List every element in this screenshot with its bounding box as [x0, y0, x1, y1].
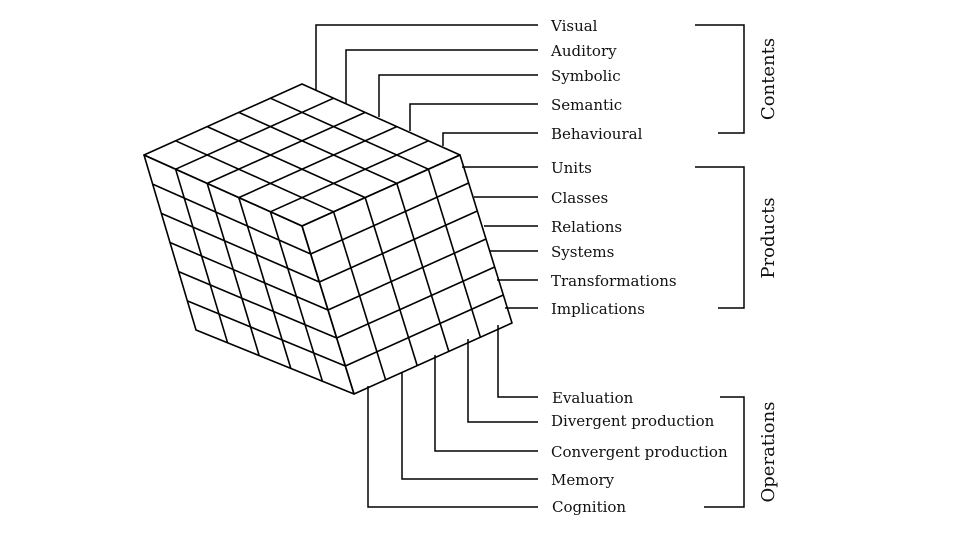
cube-grid-line [270, 140, 429, 213]
cube-top-face [143, 83, 461, 227]
cube-grid-line [206, 111, 366, 185]
cube-grid-line [169, 241, 329, 311]
products-label-units: Units [551, 159, 592, 177]
contents-label-symbolic: Symbolic [551, 67, 621, 85]
cube-grid-line [152, 183, 311, 255]
products-label-classes: Classes [551, 189, 608, 207]
operations-label-memory: Memory [551, 471, 615, 489]
operations-label-divergent-production: Divergent production [551, 412, 715, 430]
contents-label-behavioural: Behavioural [551, 125, 643, 143]
cube-grid-line [178, 270, 337, 339]
cube-grid-line [206, 125, 366, 199]
cube-grid-line [345, 294, 504, 367]
operations-label-cognition: Cognition [552, 498, 626, 516]
cube-grid-line [238, 125, 398, 199]
contents-label-auditory: Auditory [550, 42, 617, 60]
leader-line [401, 372, 538, 480]
leader-line [409, 103, 538, 131]
leader-line [367, 386, 538, 508]
leader-lines [315, 24, 538, 508]
operations-label-evaluation: Evaluation [552, 389, 634, 407]
products-label-transformations: Transformations [551, 272, 677, 290]
leader-line [315, 24, 538, 90]
operations-label-convergent-production: Convergent production [551, 443, 728, 461]
products-label-systems: Systems [551, 243, 614, 261]
leader-line [378, 74, 538, 117]
leader-line [467, 339, 538, 423]
cube-grid-line [187, 300, 346, 367]
cube-grid-line [319, 210, 478, 283]
contents-bracket [695, 24, 745, 134]
contents-label-semantic: Semantic [551, 96, 622, 114]
cube-grid-line [270, 97, 429, 170]
leader-line [442, 132, 538, 146]
contents-label-visual: Visual [550, 17, 598, 35]
products-label-implications: Implications [551, 300, 645, 318]
products-label-relations: Relations [551, 218, 622, 236]
group-brackets [695, 24, 745, 508]
leader-line [434, 355, 538, 452]
cube-left-face [143, 154, 355, 395]
cube-grid-line [310, 182, 469, 255]
operations-bracket [704, 396, 745, 508]
leader-line [497, 325, 538, 398]
cube [143, 83, 513, 395]
cube-grid-line [175, 97, 334, 170]
cube-grid-line [238, 111, 398, 185]
products-group-title: Products [758, 197, 779, 278]
contents-group-title: Contents [758, 38, 779, 120]
cube-grid-line [327, 238, 487, 311]
operations-group-title: Operations [758, 402, 779, 503]
products-bracket [695, 166, 745, 309]
leader-line [345, 49, 538, 103]
cube-grid-line [161, 212, 320, 283]
cube-grid-line [175, 140, 334, 213]
cube-grid-line [336, 266, 495, 339]
